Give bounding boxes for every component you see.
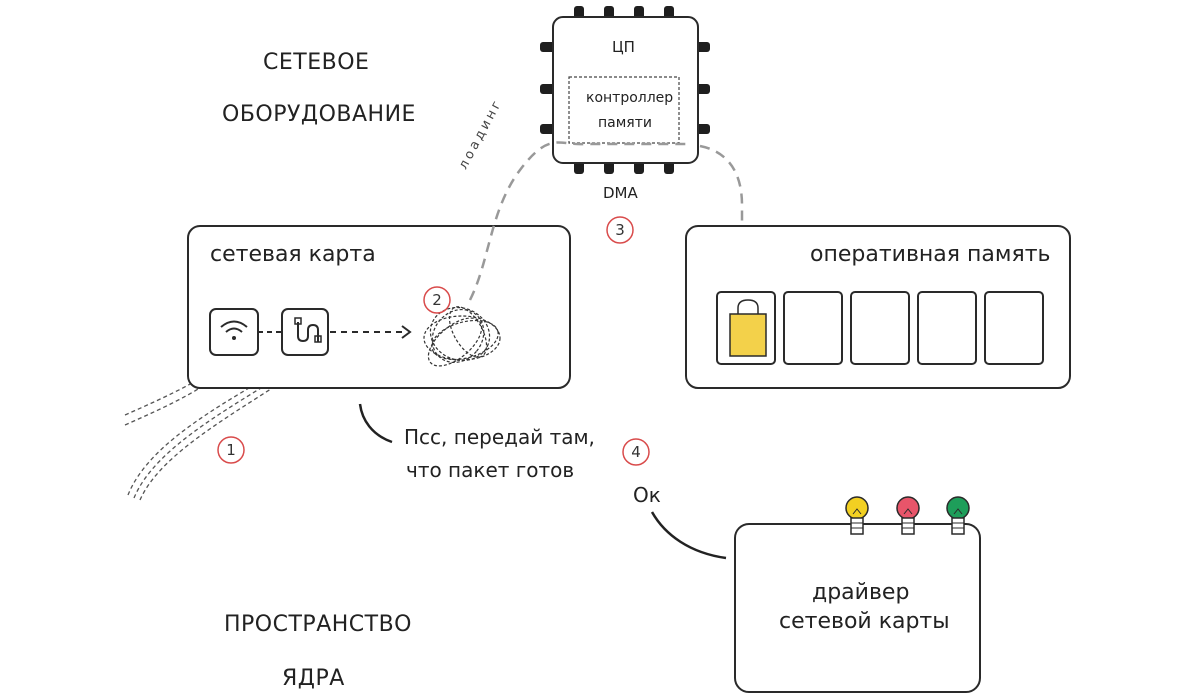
ram-cell (783, 291, 843, 365)
step-4-label: 4 (631, 443, 641, 461)
speech-line-1: Псс, передай там, (404, 425, 595, 449)
port-to-buffer-arrow (330, 325, 412, 339)
speech-line-left (358, 403, 393, 444)
ram-cell (984, 291, 1044, 365)
driver-label-2: сетевой карты (779, 609, 950, 634)
packet-bag-icon (729, 299, 767, 357)
light-bulb-icon (845, 496, 869, 535)
section-kernel-line2: ЯДРА (282, 666, 345, 691)
wifi-icon (209, 308, 259, 356)
section-network-line1: СЕТЕВОЕ (263, 50, 370, 75)
cable-port-icon (281, 308, 329, 356)
ram-title: оперативная память (810, 242, 1051, 267)
reply-text: Ок (633, 483, 661, 507)
step-ring-3 (606, 216, 634, 244)
cpu-chip (540, 6, 710, 174)
driver-box (734, 523, 981, 693)
loading-path (468, 141, 690, 301)
step-2-label: 2 (432, 291, 442, 309)
memory-controller-label-1: контроллер (586, 90, 674, 106)
step-3-label: 3 (615, 221, 625, 239)
speech-line-2: что пакет готов (406, 458, 575, 482)
step-rings (217, 216, 650, 466)
memory-controller-label-2: памяти (598, 115, 652, 131)
packet-scribble (423, 306, 501, 367)
ram-cells (716, 291, 1044, 365)
dma-label: DMA (603, 184, 638, 202)
ram-cell (917, 291, 977, 365)
light-bulb-icon (896, 496, 920, 535)
section-network-line2: ОБОРУДОВАНИЕ (222, 102, 416, 127)
light-bulb-icon (946, 496, 970, 535)
step-ring-4 (622, 438, 650, 466)
cpu-label: ЦП (612, 38, 635, 56)
section-kernel-line1: ПРОСТРАНСТВО (224, 612, 412, 637)
step-ring-2 (423, 286, 451, 314)
network-card-title: сетевая карта (210, 242, 376, 267)
reply-line (650, 511, 727, 560)
driver-label-1: драйвер (812, 580, 910, 605)
ram-cell (850, 291, 910, 365)
status-bulbs (845, 496, 970, 535)
memory-controller-box (568, 76, 680, 144)
step-ring-1 (217, 436, 245, 464)
step-1-label: 1 (226, 441, 236, 459)
